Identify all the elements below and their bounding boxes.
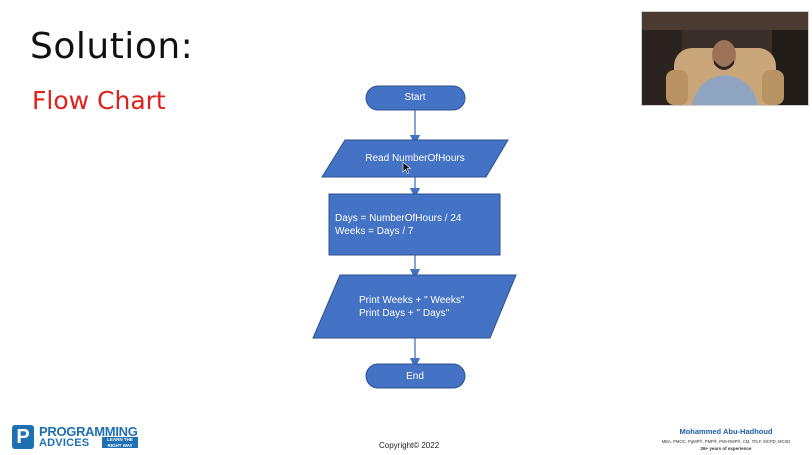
logo-text-line2: ADVICES <box>39 437 90 449</box>
mouse-cursor-icon <box>402 161 412 174</box>
print-line-1: Print Weeks + " Weeks" <box>359 295 465 306</box>
webcam-video-frame <box>642 12 808 105</box>
print-line-2: Print Days + " Days" <box>359 308 450 319</box>
presenter-credentials: MBA, PMOC, PgMP®, PMP®, PMI-RMP®, CM, IT… <box>661 439 791 444</box>
slide-title: Solution: <box>30 26 194 67</box>
slide-subtitle: Flow Chart <box>32 86 166 115</box>
presenter-experience: 26+ years of experience <box>700 446 752 451</box>
process-line-1: Days = NumberOfHours / 24 <box>335 213 462 224</box>
logo-text-line1: PROGRAMMING <box>39 424 138 439</box>
programming-advices-logo: P PROGRAMMING ADVICES LEARN THE RIGHT WA… <box>10 423 140 451</box>
read-input-shape <box>321 139 509 178</box>
presenter-name: Mohammed Abu-Hadhoud <box>679 427 773 436</box>
end-label: End <box>406 371 424 382</box>
read-label: Read NumberOfHours <box>365 153 465 164</box>
logo-tagline: LEARN THE RIGHT WAY <box>102 437 138 448</box>
start-terminator <box>365 85 466 111</box>
copyright-text: Copyright© 2022 <box>379 441 440 450</box>
start-label: Start <box>404 92 426 103</box>
presenter-webcam <box>641 11 809 106</box>
end-terminator <box>365 363 466 389</box>
programming-advices-logo-icon: P <box>12 425 34 449</box>
process-box <box>328 193 501 256</box>
process-line-2: Weeks = Days / 7 <box>335 226 414 237</box>
presenter-info: Mohammed Abu-Hadhoud MBA, PMOC, PgMP®, P… <box>646 427 806 451</box>
print-output-shape <box>312 274 517 339</box>
